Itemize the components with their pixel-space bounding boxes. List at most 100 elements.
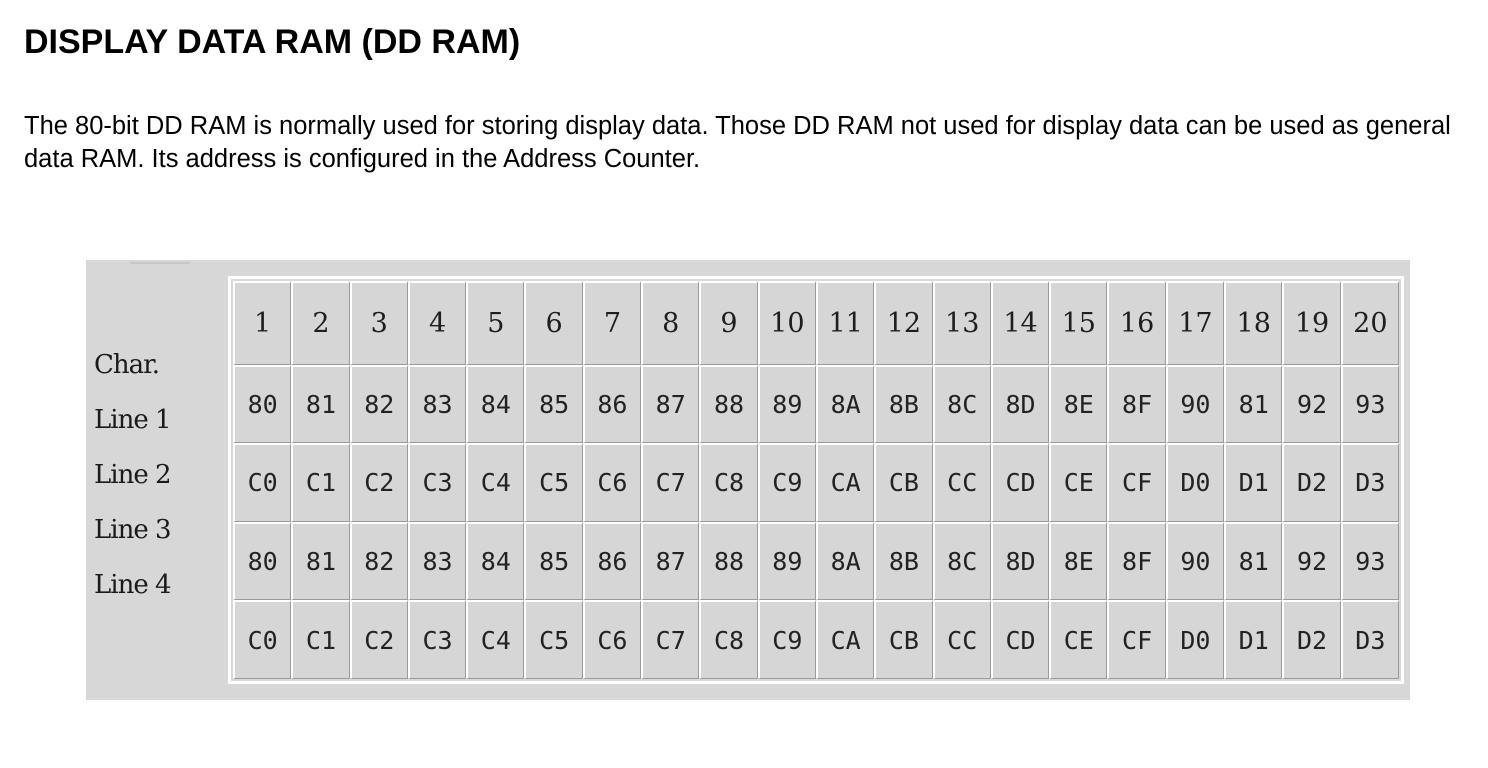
address-cell: C7	[641, 600, 700, 679]
address-cell: CA	[815, 600, 875, 679]
address-cell: C3	[407, 600, 467, 679]
row-labels: Char. Line 1 Line 2 Line 3 Line 4	[86, 260, 226, 700]
address-cell: CC	[932, 443, 991, 522]
address-cell: 8D	[990, 521, 1050, 601]
char-position-cell: 2	[291, 281, 350, 365]
address-cell: 8E	[1049, 521, 1108, 601]
address-cell: C3	[407, 443, 467, 522]
address-cell: D2	[1282, 443, 1341, 522]
page-heading: DISPLAY DATA RAM (DD RAM)	[24, 23, 521, 61]
row-label-line-3: Line 3	[94, 515, 172, 545]
char-position-cell: 17	[1165, 281, 1225, 365]
address-cell: C8	[699, 600, 758, 679]
char-position-cell: 8	[641, 281, 700, 365]
row-label-line-4: Line 4	[94, 570, 172, 600]
char-position-cell: 1	[233, 281, 292, 365]
address-cell: 83	[407, 364, 467, 444]
address-cell: CB	[874, 443, 933, 522]
address-cell: 8F	[1107, 364, 1166, 444]
address-cell: C7	[641, 443, 700, 522]
address-cell: 81	[291, 364, 350, 444]
char-position-cell: 18	[1224, 281, 1283, 365]
address-cell: 8B	[874, 521, 933, 601]
address-cell: 84	[466, 521, 525, 601]
address-cell: 90	[1165, 521, 1225, 601]
address-cell: 89	[757, 521, 816, 601]
address-cell: CE	[1049, 443, 1108, 522]
address-cell: C5	[524, 443, 583, 522]
address-cell: CF	[1107, 600, 1166, 679]
address-cell: CD	[990, 443, 1050, 522]
address-cell: 8C	[932, 521, 991, 601]
address-cell: 8F	[1107, 521, 1166, 601]
address-cell: CF	[1107, 443, 1166, 522]
char-position-cell: 15	[1049, 281, 1108, 365]
address-cell: 92	[1282, 364, 1341, 444]
address-cell: 88	[699, 521, 758, 601]
address-cell: 80	[233, 521, 292, 601]
address-cell: 92	[1282, 521, 1341, 601]
address-cell: C4	[466, 600, 525, 679]
address-cell: 82	[349, 521, 408, 601]
address-cell: D0	[1165, 600, 1225, 679]
char-position-cell: 10	[757, 281, 816, 365]
address-cell: C4	[466, 443, 525, 522]
address-cell: 83	[407, 521, 467, 601]
address-cell: 89	[757, 364, 816, 444]
address-cell: CD	[990, 600, 1050, 679]
char-position-cell: 6	[524, 281, 583, 365]
char-position-cell: 4	[407, 281, 467, 365]
address-cell: C9	[757, 443, 816, 522]
address-cell: 8A	[815, 364, 875, 444]
address-cell: 87	[641, 521, 700, 601]
address-cell: C9	[757, 600, 816, 679]
address-cell: C6	[582, 600, 642, 679]
row-label-line-2: Line 2	[94, 460, 172, 490]
address-cell: C1	[291, 443, 350, 522]
address-cell: CB	[874, 600, 933, 679]
address-cell: D0	[1165, 443, 1225, 522]
char-position-cell: 7	[582, 281, 642, 365]
address-cell: 82	[349, 364, 408, 444]
address-cell: 8E	[1049, 364, 1108, 444]
address-cell: 8C	[932, 364, 991, 444]
address-cell: C0	[233, 443, 292, 522]
char-position-cell: 9	[699, 281, 758, 365]
address-cell: D1	[1224, 600, 1283, 679]
address-cell: D3	[1340, 600, 1399, 679]
address-cell: 80	[233, 364, 292, 444]
char-position-cell: 19	[1282, 281, 1341, 365]
address-cell: 85	[524, 521, 583, 601]
address-cell: C6	[582, 443, 642, 522]
address-cell: C1	[291, 600, 350, 679]
address-cell: 81	[1224, 521, 1283, 601]
address-cell: CA	[815, 443, 875, 522]
address-cell: 87	[641, 364, 700, 444]
char-position-cell: 20	[1340, 281, 1399, 365]
address-cell: 86	[582, 364, 642, 444]
char-position-cell: 11	[815, 281, 875, 365]
address-cell: 84	[466, 364, 525, 444]
address-cell: 8A	[815, 521, 875, 601]
address-cell: 88	[699, 364, 758, 444]
char-position-cell: 5	[466, 281, 525, 365]
scan-artifact-mark	[130, 256, 190, 264]
address-cell: CC	[932, 600, 991, 679]
row-label-char: Char.	[94, 350, 160, 380]
address-cell: C5	[524, 600, 583, 679]
address-cell: 81	[291, 521, 350, 601]
address-cell: 8D	[990, 364, 1050, 444]
intro-paragraph: The 80-bit DD RAM is normally used for s…	[24, 112, 1451, 173]
row-label-line-1: Line 1	[94, 405, 172, 435]
address-cell: C0	[233, 600, 292, 679]
address-cell: 81	[1224, 364, 1283, 444]
address-cell: 85	[524, 364, 583, 444]
address-cell: 8B	[874, 364, 933, 444]
